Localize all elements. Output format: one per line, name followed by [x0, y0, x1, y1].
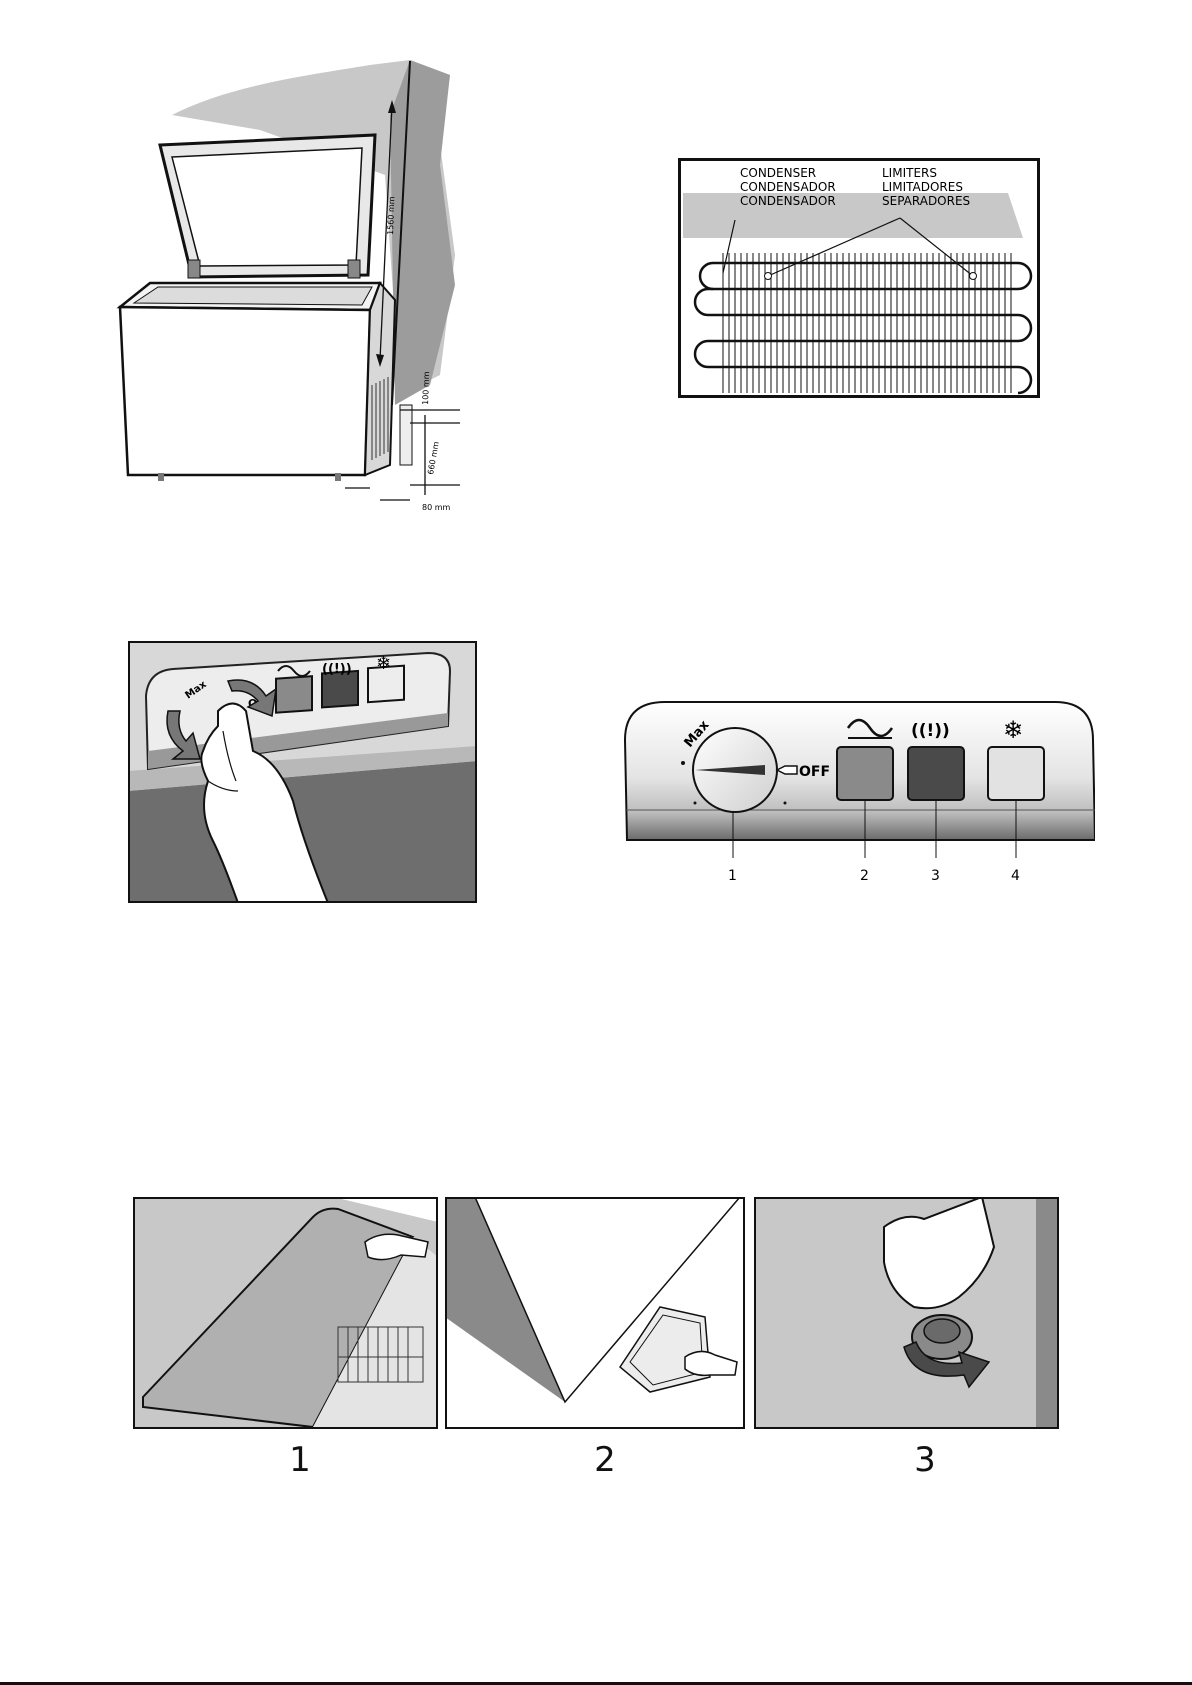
- alarm-warning-icon: ((!)): [911, 721, 950, 741]
- callout-3: 3: [931, 868, 940, 884]
- limiters-label-pt: SEPARADORES: [882, 194, 970, 208]
- alarm-indicator-button: [908, 747, 964, 800]
- limiters-label-es: LIMITADORES: [882, 180, 963, 194]
- photo-warning-icon: ((!)): [322, 662, 352, 677]
- step-label-2: 2: [585, 1440, 625, 1480]
- condenser-panel: [683, 193, 1023, 238]
- dimension-height: 1560 mm: [386, 196, 396, 235]
- installation-figure: 1560 mm 100 mm 660 mm 80 mm: [110, 55, 510, 525]
- step-1-figure: [133, 1197, 438, 1429]
- wall-side: [390, 60, 455, 405]
- step-3-figure: [754, 1197, 1059, 1429]
- mains-indicator-button: [837, 747, 893, 800]
- dimension-mid: 660 mm: [426, 441, 441, 476]
- callout-4: 4: [1011, 868, 1020, 884]
- condenser-label-es: CONDENSADOR: [740, 180, 836, 194]
- dimension-top: 100 mm: [421, 371, 431, 405]
- snowflake-icon: ❄: [1003, 716, 1023, 744]
- fastfreeze-button[interactable]: [988, 747, 1044, 800]
- photo-snowflake-icon: ❄: [376, 653, 391, 674]
- freezer-front: [120, 307, 370, 475]
- condenser-label-pt: CONDENSADOR: [740, 194, 836, 208]
- callout-2: 2: [860, 868, 869, 884]
- step-2-figure: [445, 1197, 745, 1429]
- dimension-bottom: 80 mm: [422, 503, 451, 512]
- off-label: OFF: [799, 764, 830, 780]
- photo-button-2: [276, 676, 312, 713]
- condenser-figure: CONDENSER CONDENSADOR CONDENSADOR LIMITE…: [678, 158, 1040, 398]
- step-label-3: 3: [905, 1440, 945, 1480]
- callout-1: 1: [728, 868, 737, 884]
- limiters-label-en: LIMITERS: [882, 166, 937, 180]
- control-panel-figure: Max OFF ((!)) ❄ 1 2 3 4: [615, 700, 1095, 900]
- step-label-1: 1: [280, 1440, 320, 1480]
- control-photo-figure: ((!)) ❄ Max OFF: [128, 641, 477, 903]
- condenser-label-en: CONDENSER: [740, 166, 816, 180]
